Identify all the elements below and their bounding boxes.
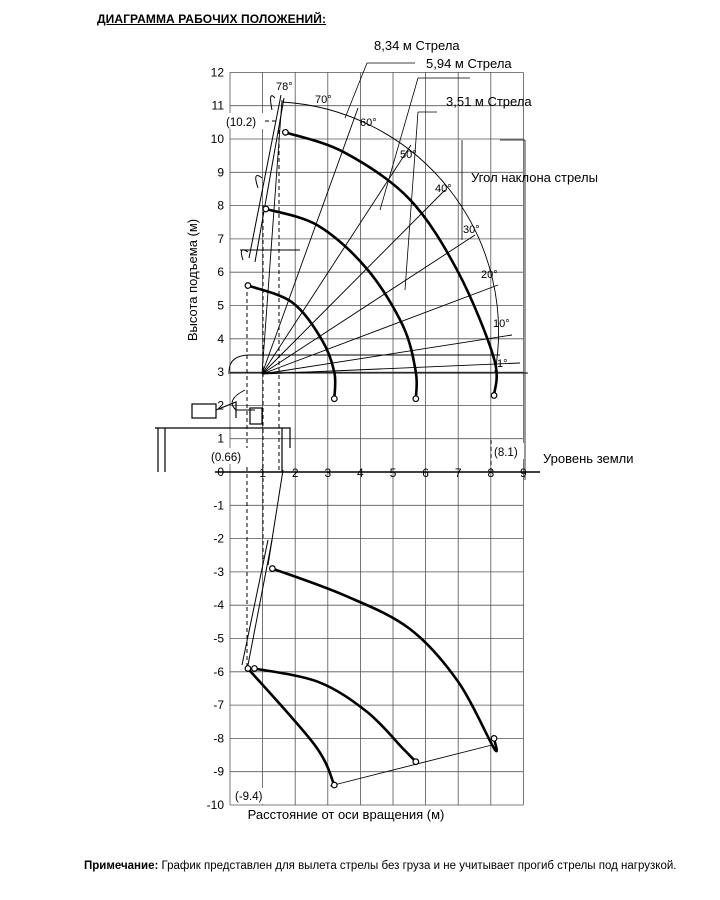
hook-marker xyxy=(282,128,289,136)
label-leaders xyxy=(344,62,526,480)
x-tick-label: 8 xyxy=(487,466,494,480)
y-tick-label: -9 xyxy=(213,765,224,779)
y-tick-label: 11 xyxy=(212,99,225,113)
annotations: (10.2) (0.66) (8.1) (-9.4) xyxy=(208,113,524,804)
angle-arc xyxy=(281,101,500,373)
hook-marker xyxy=(330,781,338,789)
page-title: ДИАГРАММА РАБОЧИХ ПОЛОЖЕНИЙ: xyxy=(97,12,327,26)
hook-markers xyxy=(244,128,498,789)
x-tick-labels: 1 2 3 4 5 6 7 8 9 xyxy=(259,466,527,480)
hook-marker xyxy=(244,665,252,672)
hook-marker xyxy=(268,565,276,572)
range-curve-lower-2 xyxy=(254,667,417,763)
boom-sketches xyxy=(240,94,285,666)
angle-mark-78: 78° xyxy=(276,81,293,93)
angle-mark-20: 20° xyxy=(481,269,498,281)
y-tick-label: 6 xyxy=(217,265,224,279)
x-tick-label: 9 xyxy=(520,466,527,480)
note: Примечание: График представлен для вылет… xyxy=(84,858,684,874)
angle-mark-70: 70° xyxy=(315,94,332,106)
y-axis-label: Высота подъема (м) xyxy=(185,219,200,341)
x-tick-label: 6 xyxy=(422,466,429,480)
hook-marker xyxy=(330,395,338,403)
y-tick-label: 10 xyxy=(211,132,225,146)
range-curve-upper-3 xyxy=(247,284,337,399)
y-tick-label: -2 xyxy=(213,532,224,546)
y-tick-label: -8 xyxy=(213,731,224,745)
x-tick-label: 4 xyxy=(357,466,364,480)
x-tick-label: 5 xyxy=(390,466,397,480)
angle-mark-10: 10° xyxy=(493,318,510,330)
hook-marker xyxy=(412,395,420,403)
angle-mark-40: 40° xyxy=(435,183,452,195)
min-depth-annotation: (-9.4) xyxy=(235,791,263,803)
angle-marks: 78° 70° 60° 50° 40° 30° 20° 10° 1° xyxy=(276,81,510,370)
y-tick-label: -7 xyxy=(213,698,224,712)
y-tick-label: 2 xyxy=(217,398,224,412)
hook-marker xyxy=(412,758,420,766)
angle-mark-1: 1° xyxy=(497,358,508,370)
hook-marker xyxy=(251,665,258,672)
y-tick-label: 5 xyxy=(217,299,224,313)
y-tick-label: 7 xyxy=(217,232,224,246)
hook-marker xyxy=(262,205,270,213)
y-tick-label: -10 xyxy=(207,798,225,812)
note-label: Примечание: xyxy=(84,860,159,872)
max-reach-annotation: (8.1) xyxy=(494,447,518,459)
note-text: График представлен для вылета стрелы без… xyxy=(158,860,677,872)
y-tick-label: 0 xyxy=(217,465,224,479)
boom-angle-label: Угол наклона стрелы xyxy=(471,170,598,185)
y-tick-label: -6 xyxy=(213,665,224,679)
boom-label-834: 8,34 м Стрела xyxy=(374,38,460,53)
y-tick-label: -4 xyxy=(213,598,224,612)
x-tick-label: 2 xyxy=(292,466,299,480)
boom-radials xyxy=(240,99,521,375)
y-tick-label: -1 xyxy=(213,498,224,512)
range-curves xyxy=(246,131,498,786)
range-curve-upper-2 xyxy=(265,207,419,399)
boom-label-594: 5,94 м Стрела xyxy=(426,56,512,71)
y-tick-label: 9 xyxy=(217,165,224,179)
max-height-annotation: (10.2) xyxy=(226,117,256,129)
y-tick-label: 1 xyxy=(217,432,224,446)
y-tick-label: 4 xyxy=(217,332,224,346)
angle-mark-30: 30° xyxy=(463,224,480,236)
range-curve-upper-1 xyxy=(285,131,498,396)
min-reach-annotation: (0.66) xyxy=(211,452,241,464)
angle-mark-60: 60° xyxy=(360,117,377,129)
x-tick-label: 3 xyxy=(324,466,331,480)
y-tick-label: 8 xyxy=(217,199,224,213)
crane-truck-icon xyxy=(155,401,291,472)
y-tick-label: 12 xyxy=(211,65,225,79)
angle-mark-50: 50° xyxy=(400,149,417,161)
y-tick-label: -3 xyxy=(213,565,224,579)
hook-marker xyxy=(244,282,252,289)
boom-label-351: 3,51 м Стрела xyxy=(446,94,532,109)
y-tick-label: 3 xyxy=(217,365,224,379)
x-axis-label: Расстояние от оси вращения (м) xyxy=(248,807,445,822)
hook-marker xyxy=(490,735,498,742)
range-curve-lower-3 xyxy=(246,667,336,786)
hook-marker xyxy=(490,392,498,399)
ground-level-label: Уровень земли xyxy=(543,451,634,466)
x-tick-label: 7 xyxy=(455,466,462,480)
range-curve-lower-1 xyxy=(271,567,498,753)
y-tick-label: -5 xyxy=(213,632,224,646)
x-tick-label: 1 xyxy=(259,466,266,480)
